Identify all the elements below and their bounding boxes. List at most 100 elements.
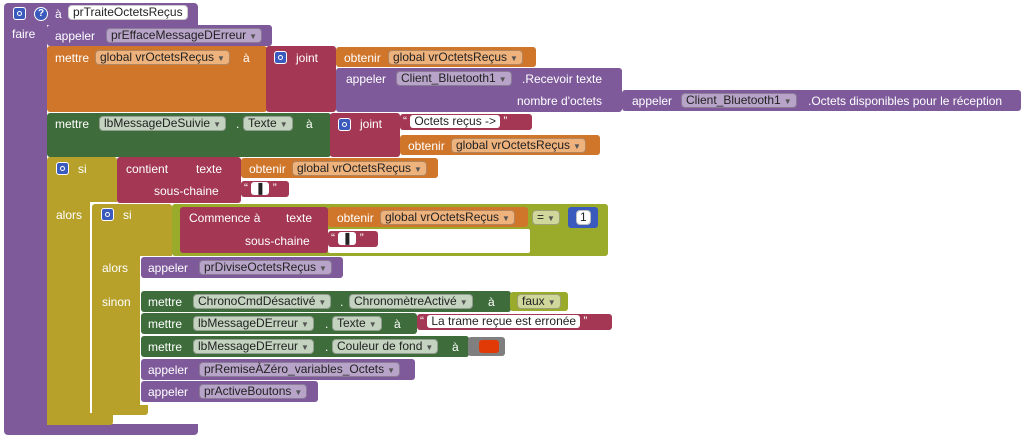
if-footer <box>47 413 113 425</box>
component-dropdown[interactable]: ChronoCmdDésactivé▼ <box>193 294 332 309</box>
procedure-body-rail <box>4 24 47 426</box>
component-dropdown[interactable]: lbMessageDErreur▼ <box>193 316 314 331</box>
chevron-down-icon: ▼ <box>573 142 581 151</box>
appeler-label: appeler <box>148 261 189 275</box>
method-label: .Recevoir texte <box>522 72 603 86</box>
obtenir-label: obtenir <box>344 51 381 65</box>
a-label: à <box>243 51 250 65</box>
dot-label: . <box>325 317 329 331</box>
text-string-block[interactable]: “ La trame reçue est erronée ” <box>417 314 612 330</box>
mutator-gear-icon[interactable] <box>56 162 69 175</box>
commence-label: Commence à <box>189 211 261 225</box>
chevron-down-icon: ▼ <box>498 75 507 84</box>
chevron-down-icon: ▼ <box>502 214 510 223</box>
chevron-down-icon: ▼ <box>368 320 377 329</box>
nested-if-footer <box>92 405 148 415</box>
boolean-dropdown[interactable]: faux▼ <box>517 294 561 309</box>
chevron-down-icon: ▼ <box>547 214 555 223</box>
faire-label: faire <box>12 27 36 41</box>
text-string-block[interactable]: “ Octets reçus -> ” <box>400 114 532 130</box>
chevron-down-icon: ▼ <box>301 343 309 352</box>
mettre-label: mettre <box>148 340 183 354</box>
obtenir-label: obtenir <box>337 211 374 225</box>
a-label: à <box>488 295 495 309</box>
a-label: à <box>306 117 313 131</box>
operator-dropdown[interactable]: =▼ <box>532 210 560 225</box>
alors-label: alors <box>102 261 129 275</box>
sinon-label: sinon <box>102 295 131 309</box>
variable-dropdown[interactable]: global vrOctetsReçus▼ <box>451 138 586 153</box>
chevron-down-icon: ▼ <box>249 32 258 41</box>
component-dropdown[interactable]: Client_Bluetooth1▼ <box>396 71 512 86</box>
chevron-down-icon: ▼ <box>213 120 221 129</box>
sous-chaine-label: sous-chaine <box>245 234 310 248</box>
chevron-down-icon: ▼ <box>414 165 422 174</box>
a-label: à <box>452 340 459 354</box>
property-dropdown[interactable]: Texte▼ <box>332 316 382 331</box>
procedure-footer <box>4 424 198 435</box>
variable-dropdown[interactable]: global vrOctetsReçus▼ <box>292 161 427 176</box>
property-dropdown[interactable]: ChronomètreActivé▼ <box>349 294 473 309</box>
procedure-dropdown[interactable]: prEffaceMessageDErreur▼ <box>106 28 263 43</box>
red-color-swatch[interactable] <box>479 340 499 353</box>
method-label: .Octets disponibles pour le réception <box>808 94 1003 108</box>
starts-with-block[interactable] <box>180 207 328 253</box>
procedure-name-field[interactable]: prTraiteOctetsReçus <box>68 5 188 20</box>
chevron-down-icon: ▼ <box>319 264 327 273</box>
nombre-octets-label: nombre d'octets <box>517 94 603 108</box>
mutator-gear-icon[interactable] <box>338 118 351 131</box>
appeler-label: appeler <box>148 363 189 377</box>
mettre-label: mettre <box>148 295 183 309</box>
mettre-label: mettre <box>55 51 90 65</box>
obtenir-label: obtenir <box>249 162 286 176</box>
si-label: si <box>78 162 87 176</box>
appeler-label: appeler <box>55 29 96 43</box>
alors-label: alors <box>56 208 83 222</box>
text-string-block[interactable]: “ ❚ ” <box>328 231 378 247</box>
chevron-down-icon: ▼ <box>510 54 518 63</box>
procedure-dropdown[interactable]: prRemiseÀZéro_variables_Octets▼ <box>199 362 400 377</box>
mutator-gear-icon[interactable] <box>101 208 114 221</box>
obtenir-label: obtenir <box>408 139 445 153</box>
if-rail <box>47 200 90 425</box>
mutator-gear-icon[interactable] <box>274 51 287 64</box>
chevron-down-icon: ▼ <box>294 388 303 397</box>
component-dropdown[interactable]: Client_Bluetooth1▼ <box>681 93 797 108</box>
help-icon[interactable]: ? <box>34 7 48 21</box>
property-dropdown[interactable]: Couleur de fond▼ <box>332 339 439 354</box>
variable-dropdown[interactable]: global vrOctetsReçus▼ <box>95 50 230 65</box>
contains-text-block[interactable] <box>117 157 241 203</box>
mutator-gear-icon[interactable] <box>13 7 26 20</box>
nested-if-rail <box>92 250 140 414</box>
chevron-down-icon: ▼ <box>783 97 792 106</box>
appeler-label: appeler <box>346 72 387 86</box>
dot-label: . <box>340 295 344 309</box>
chevron-down-icon: ▼ <box>387 366 395 375</box>
appeler-label: appeler <box>632 94 673 108</box>
a-label: à <box>394 317 401 331</box>
variable-dropdown[interactable]: global vrOctetsReçus▼ <box>388 50 523 65</box>
string-value[interactable]: La trame reçue est erronée <box>427 315 581 328</box>
number-field[interactable]: 1 <box>576 210 591 225</box>
string-value[interactable]: Octets reçus -> <box>410 115 501 128</box>
property-dropdown[interactable]: Texte▼ <box>243 116 293 131</box>
sous-chaine-label: sous-chaine <box>154 184 219 198</box>
chevron-down-icon: ▼ <box>318 298 327 307</box>
chevron-down-icon: ▼ <box>279 120 288 129</box>
text-string-block[interactable]: “ ❚ ” <box>241 181 289 197</box>
texte-label: texte <box>286 211 313 225</box>
chevron-down-icon: ▼ <box>425 343 434 352</box>
mettre-label: mettre <box>148 317 183 331</box>
chevron-down-icon: ▼ <box>547 298 556 307</box>
component-dropdown[interactable]: lbMessageDeSuivie▼ <box>99 116 226 131</box>
string-value[interactable]: ❚ <box>251 182 270 195</box>
string-value[interactable]: ❚ <box>338 232 357 245</box>
component-dropdown[interactable]: lbMessageDErreur▼ <box>193 339 314 354</box>
procedure-dropdown[interactable]: prDiviseOctetsReçus▼ <box>199 260 332 275</box>
procedure-dropdown[interactable]: prActiveBoutons▼ <box>199 384 308 399</box>
joint-label: joint <box>296 51 319 65</box>
variable-dropdown[interactable]: global vrOctetsReçus▼ <box>380 210 515 225</box>
chevron-down-icon: ▼ <box>217 54 225 63</box>
dot-label: . <box>325 340 329 354</box>
a-label: à <box>55 7 62 21</box>
